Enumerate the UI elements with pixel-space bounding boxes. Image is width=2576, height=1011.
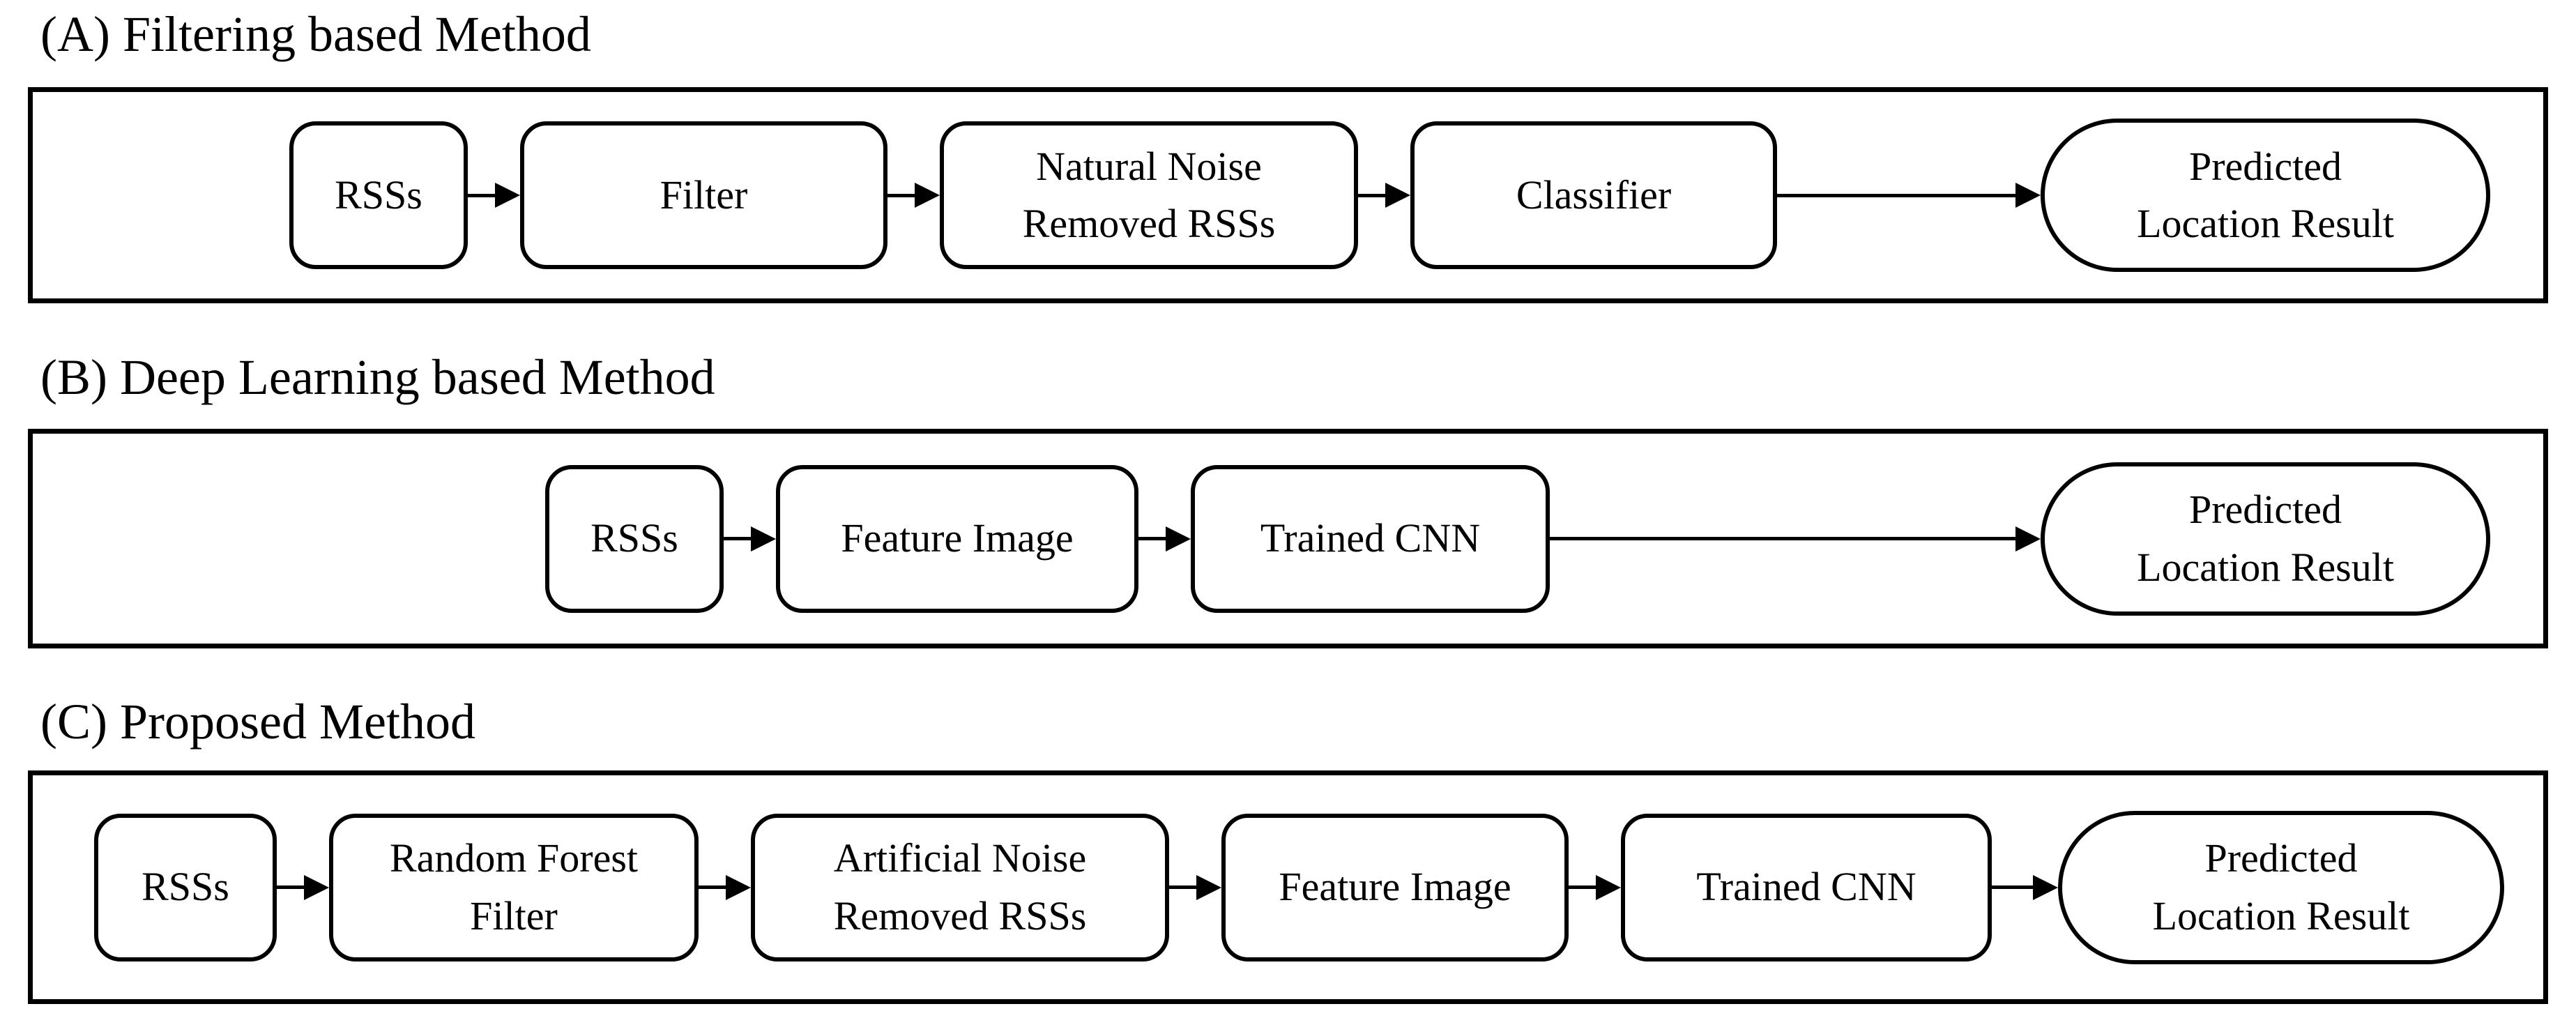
node-rsss: RSSs xyxy=(545,464,724,613)
arrow-shaft xyxy=(1550,537,2016,540)
arrowhead-icon xyxy=(915,183,940,208)
flow-arrow-long xyxy=(1550,526,2041,552)
arrow-shaft xyxy=(724,537,752,540)
arrowhead-icon xyxy=(2033,874,2058,900)
flow-arrow xyxy=(887,183,940,208)
flow-arrow xyxy=(1569,874,1621,900)
arrowhead-icon xyxy=(495,183,520,208)
arrowhead-icon xyxy=(751,526,776,552)
node-rsss: RSSs xyxy=(94,813,277,961)
arrowhead-icon xyxy=(2015,526,2041,552)
node-trained-cnn: Trained CNN xyxy=(1621,813,1992,961)
section-b-panel: RSSs Feature Image Trained CNN Predict xyxy=(28,429,2548,648)
node-rsss: RSSs xyxy=(289,121,468,269)
section-b-flow: RSSs Feature Image Trained CNN Predict xyxy=(33,434,2543,644)
node-label-line2: Removed RSSs xyxy=(833,892,1087,938)
node-label: Trained CNN xyxy=(1696,864,1916,910)
arrow-shaft xyxy=(1138,537,1166,540)
node-label-line2: Location Result xyxy=(2137,201,2394,246)
section-a-title: (A) Filtering based Method xyxy=(40,6,591,62)
arrow-shaft xyxy=(468,193,496,197)
arrow-shaft xyxy=(1992,885,2034,889)
flow-arrow-long xyxy=(1777,183,2041,208)
arrow-shaft xyxy=(1569,885,1596,889)
section-a-panel: RSSs Filter Natural Noise Removed RSSs xyxy=(28,87,2548,303)
arrow-shaft xyxy=(1358,193,1386,197)
arrow-shaft xyxy=(699,885,726,889)
node-label: Feature Image xyxy=(841,515,1074,561)
flow-arrow xyxy=(699,874,751,900)
arrow-shaft xyxy=(1777,193,2016,197)
arrow-shaft xyxy=(277,885,305,889)
node-label-line2: Removed RSSs xyxy=(1022,201,1276,246)
arrowhead-icon xyxy=(726,874,751,900)
node-classifier: Classifier xyxy=(1410,121,1777,269)
node-trained-cnn: Trained CNN xyxy=(1191,464,1550,613)
node-label: RSSs xyxy=(142,864,229,910)
node-artificial-noise-removed-rsss: Artificial Noise Removed RSSs xyxy=(751,813,1169,961)
arrowhead-icon xyxy=(2015,183,2041,208)
node-label-line2: Filter xyxy=(470,892,558,938)
flow-arrow xyxy=(1169,874,1221,900)
flow-arrow xyxy=(277,874,329,900)
node-natural-noise-removed-rsss: Natural Noise Removed RSSs xyxy=(940,121,1358,269)
node-feature-image: Feature Image xyxy=(1221,813,1569,961)
flow-arrow xyxy=(1992,874,2058,900)
node-label-line2: Location Result xyxy=(2137,544,2394,590)
node-label-line1: Predicted xyxy=(2188,487,2342,533)
flow-arrow xyxy=(1138,526,1191,552)
arrow-shaft xyxy=(1169,885,1197,889)
node-label: Feature Image xyxy=(1279,864,1511,910)
arrowhead-icon xyxy=(304,874,329,900)
node-label-line1: Artificial Noise xyxy=(833,835,1087,881)
node-filter: Filter xyxy=(520,121,887,269)
flow-arrow xyxy=(1358,183,1410,208)
section-a-flow: RSSs Filter Natural Noise Removed RSSs xyxy=(33,92,2543,298)
node-feature-image: Feature Image xyxy=(776,464,1138,613)
node-random-forest-filter: Random Forest Filter xyxy=(329,813,699,961)
arrow-shaft xyxy=(887,193,915,197)
section-b-title: (B) Deep Learning based Method xyxy=(40,349,715,405)
node-label: Filter xyxy=(660,172,748,218)
arrowhead-icon xyxy=(1196,874,1221,900)
section-c-flow: RSSs Random Forest Filter Artificial Noi… xyxy=(33,775,2543,999)
node-label: RSSs xyxy=(335,172,422,218)
node-predicted-location-result: Predicted Location Result xyxy=(2041,119,2490,272)
arrowhead-icon xyxy=(1596,874,1621,900)
node-label-line1: Predicted xyxy=(2204,835,2358,881)
flow-arrow xyxy=(724,526,776,552)
node-label-line1: Natural Noise xyxy=(1036,143,1262,189)
node-label: Trained CNN xyxy=(1260,515,1481,561)
arrowhead-icon xyxy=(1385,183,1410,208)
node-label-line2: Location Result xyxy=(2152,892,2410,938)
node-label-line1: Predicted xyxy=(2188,143,2342,189)
node-label-line1: Random Forest xyxy=(389,835,639,881)
node-predicted-location-result: Predicted Location Result xyxy=(2058,810,2504,964)
arrowhead-icon xyxy=(1166,526,1191,552)
section-c-panel: RSSs Random Forest Filter Artificial Noi… xyxy=(28,770,2548,1004)
flow-arrow xyxy=(468,183,520,208)
section-c-title: (C) Proposed Method xyxy=(40,694,475,750)
node-label: Classifier xyxy=(1516,172,1672,218)
node-predicted-location-result: Predicted Location Result xyxy=(2041,462,2490,616)
node-label: RSSs xyxy=(590,515,678,561)
